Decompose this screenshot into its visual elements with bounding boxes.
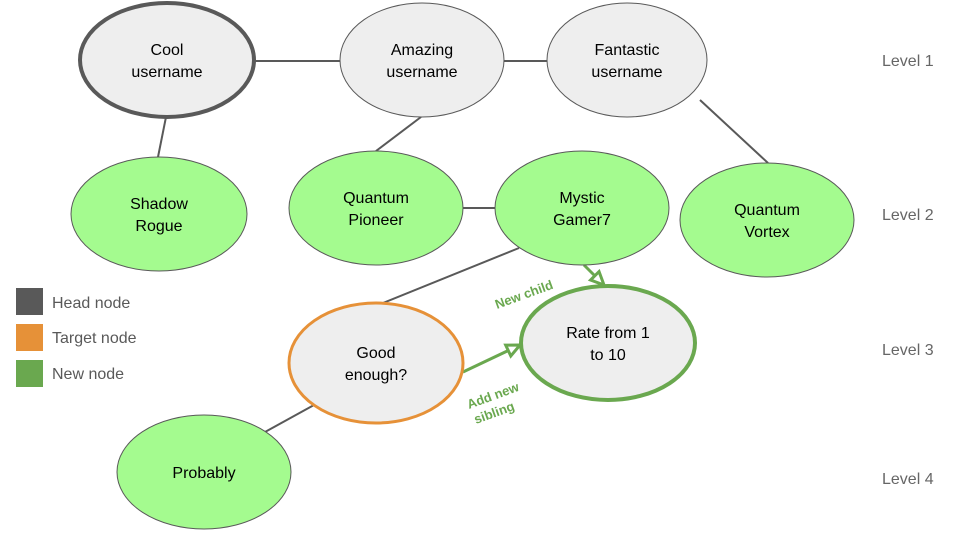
arrowhead-icon [587, 268, 607, 288]
node-rate[interactable]: Rate from 1 to 10 [519, 284, 697, 402]
node-label: to 10 [590, 347, 626, 364]
node-label: username [131, 64, 202, 81]
edge-amazing-qpioneer [375, 116, 422, 152]
node-fantastic[interactable]: Fantastic username [546, 2, 708, 118]
node-label: Cool [151, 42, 184, 59]
level-label-2: Level 2 [882, 207, 934, 224]
node-label: Fantastic [595, 42, 660, 59]
node-label: Rate from 1 [566, 325, 650, 342]
node-label: Probably [172, 465, 235, 482]
node-shape [70, 156, 248, 272]
node-amazing[interactable]: Amazing username [339, 2, 505, 118]
node-label: Shadow [130, 196, 188, 213]
legend-swatch-target [16, 324, 43, 351]
legend-swatch-new [16, 360, 43, 387]
arrowhead-icon [503, 343, 524, 359]
node-probably[interactable]: Probably [116, 414, 292, 530]
node-shape [288, 150, 464, 266]
edge-fantastic-qvortex [699, 99, 769, 164]
node-label: Quantum [343, 190, 409, 207]
edge-mystic-good [377, 247, 520, 306]
node-shape [546, 2, 708, 118]
node-shape [116, 414, 292, 530]
node-shape [679, 162, 855, 278]
node-label: Vortex [744, 224, 789, 241]
node-label: Quantum [734, 202, 800, 219]
node-label: Good [356, 345, 395, 362]
node-label: username [386, 64, 457, 81]
node-shape [519, 284, 697, 402]
legend-swatch-head [16, 288, 43, 315]
level-label-3: Level 3 [882, 342, 934, 359]
legend: Head node Target node New node [16, 288, 137, 387]
node-shape [287, 301, 465, 425]
node-label: enough? [345, 367, 407, 384]
edge-good-probably [264, 404, 315, 433]
legend-label-new: New node [52, 366, 124, 383]
node-label: Mystic [559, 190, 604, 207]
node-label: Gamer7 [553, 212, 611, 229]
node-shape [78, 1, 256, 119]
node-shape [339, 2, 505, 118]
node-cool[interactable]: Cool username [78, 1, 256, 119]
node-label: username [591, 64, 662, 81]
node-label: Amazing [391, 42, 453, 59]
node-label: Rogue [135, 218, 182, 235]
node-label: Pioneer [348, 212, 404, 229]
level-label-4: Level 4 [882, 471, 934, 488]
node-good[interactable]: Good enough? [287, 301, 465, 425]
legend-label-head: Head node [52, 295, 130, 312]
level-label-1: Level 1 [882, 53, 934, 70]
legend-label-target: Target node [52, 330, 137, 347]
node-shape [494, 150, 670, 266]
edge-cool-shadow [157, 116, 167, 158]
